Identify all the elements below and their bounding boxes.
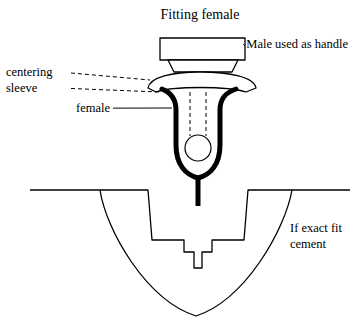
leader-line [71, 73, 150, 80]
part-label: Male used as handle [246, 36, 348, 52]
male-shank [206, 92, 207, 136]
note-label: If exact fit cement [290, 220, 348, 253]
figure-title: Fitting female [161, 6, 240, 24]
leader-line [113, 108, 172, 109]
part-label: female [76, 100, 110, 116]
female-attachment [162, 89, 236, 178]
leader-line [71, 89, 160, 93]
male-neck [168, 60, 238, 72]
leader-line [243, 44, 245, 46]
male-ball [185, 135, 211, 161]
tooth-outline [30, 190, 350, 316]
male-handle [160, 38, 245, 60]
female-stem [196, 178, 201, 206]
part-label: centering sleeve [6, 64, 68, 97]
male-shank [190, 92, 191, 136]
